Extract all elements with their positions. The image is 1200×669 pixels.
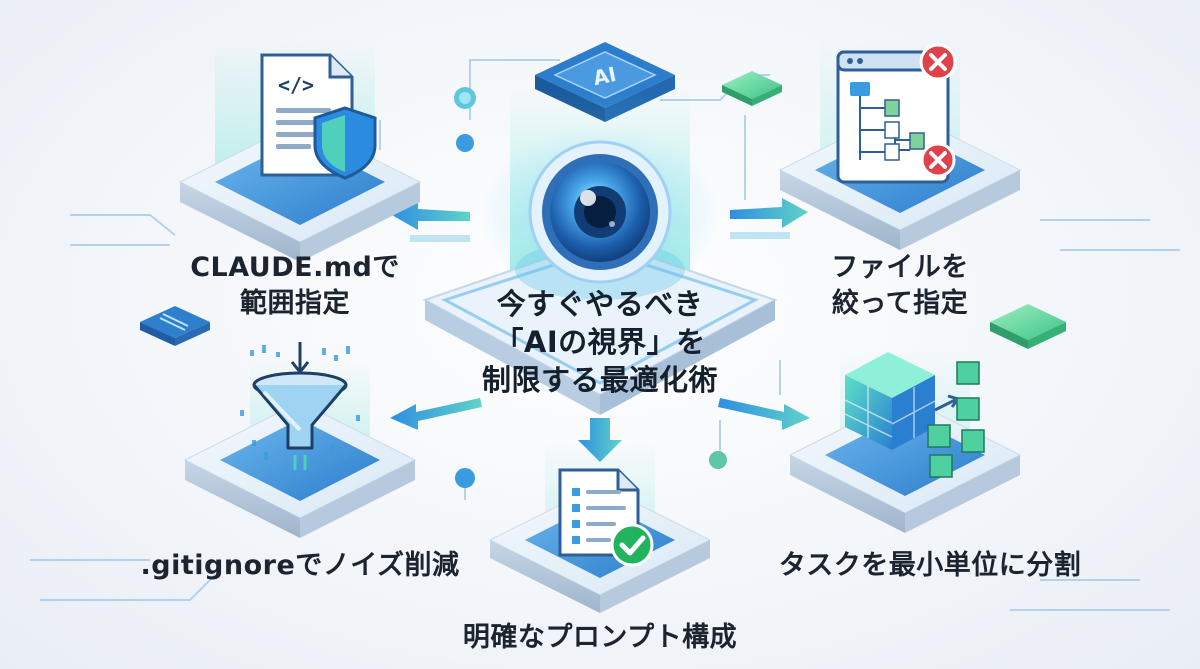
label-claude-md: CLAUDE.mdで 範囲指定: [175, 250, 415, 322]
center-title-line3: 制限する最適化術: [481, 363, 718, 397]
center-title-line1: 今すぐやるべき: [496, 287, 704, 321]
funnel-filter-icon: [240, 342, 360, 470]
center-title: 今すぐやるべき 「AIの視界」を 制限する最適化術: [460, 285, 740, 399]
arrow-to-claude-md: [392, 200, 470, 242]
label-tasks-line1: タスクを最小単位に分割: [778, 550, 1082, 581]
ai-chip-label: AI: [591, 62, 618, 90]
center-platform: [422, 125, 778, 415]
label-files-line2: 絞って指定: [831, 288, 969, 319]
label-tasks: タスクを最小単位に分割: [765, 548, 1095, 584]
circuit-node-dots: [454, 87, 727, 488]
label-files-line1: ファイルを: [831, 252, 969, 283]
arrow-to-gitignore: [390, 398, 482, 430]
small-chip-right: [990, 304, 1066, 349]
circuit-lines: [30, 59, 1180, 611]
center-title-line2: 「AIの視界」を: [494, 325, 706, 359]
small-chip-top-right: [722, 71, 782, 106]
label-files: ファイルを 絞って指定: [800, 250, 1000, 322]
label-prompt-line1: 明確なプロンプト構成: [462, 622, 738, 653]
platform-gitignore: [183, 401, 417, 538]
code-document-shield-icon: </>: [260, 53, 377, 180]
checklist-document-icon: [558, 468, 654, 567]
small-chip-left: [140, 306, 210, 346]
label-prompt: 明確なプロンプト構成: [445, 620, 755, 656]
label-gitignore-line1: .gitignoreでノイズ削減: [140, 550, 460, 581]
arrow-to-tasks: [718, 398, 810, 430]
file-tree-window-icon: [836, 43, 957, 184]
label-claude-md-line1: CLAUDE.mdで: [190, 252, 400, 283]
label-claude-md-line2: 範囲指定: [240, 288, 350, 319]
arrow-to-files: [730, 198, 808, 239]
arrows: [390, 198, 810, 462]
cube-split-icon: [844, 352, 985, 478]
label-gitignore: .gitignoreでノイズ削減: [130, 548, 470, 584]
svg-text:</>: </>: [278, 73, 314, 97]
camera-lens-eye-icon: [515, 140, 685, 300]
arrow-to-prompt: [578, 418, 622, 462]
